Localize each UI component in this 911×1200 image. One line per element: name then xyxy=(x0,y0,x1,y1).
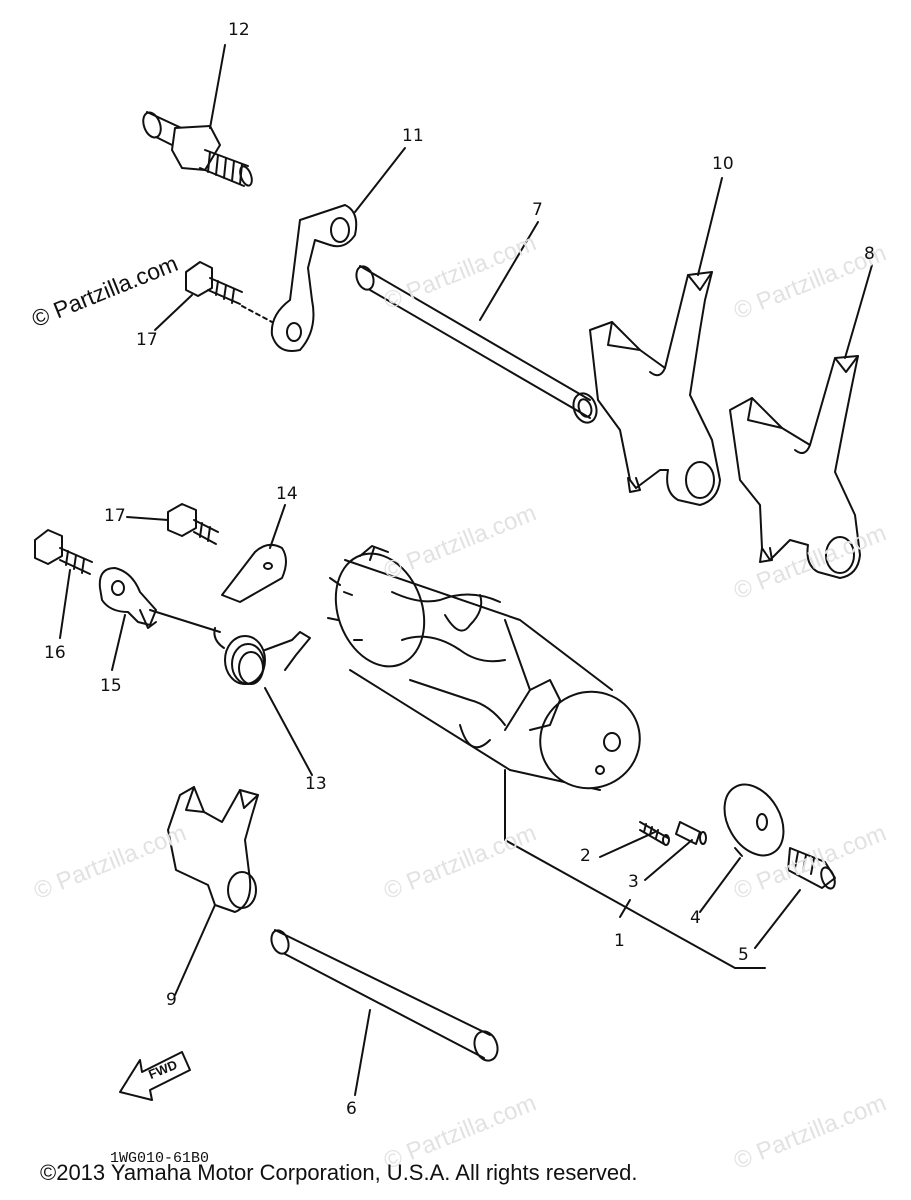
leader-13 xyxy=(264,687,313,776)
part-15-lever xyxy=(98,567,157,629)
part-13-spring xyxy=(149,609,311,685)
part-17-bolt-upper xyxy=(185,261,243,305)
part-7-guide-bar xyxy=(355,265,598,424)
part-4-washer xyxy=(723,783,785,857)
callout-14: 14 xyxy=(276,484,298,504)
leader-1-bracket xyxy=(504,769,766,969)
part-2-pin xyxy=(639,821,670,846)
callout-9: 9 xyxy=(166,990,177,1010)
leader-7 xyxy=(479,221,539,321)
part-12-stopper-bolt xyxy=(142,111,253,187)
callout-3: 3 xyxy=(628,872,639,892)
part-1-shift-drum xyxy=(327,545,641,791)
part-10-shift-fork xyxy=(589,271,721,506)
leader-17-upper-hole xyxy=(241,305,273,323)
leader-14 xyxy=(269,504,286,549)
leader-6 xyxy=(354,1009,371,1096)
drawing-code: 1WG010-61B0 xyxy=(110,1150,210,1167)
part-11-stopper-lever xyxy=(270,204,358,352)
part-3-dowel xyxy=(675,821,707,845)
leader-15 xyxy=(111,614,126,671)
part-16-bolt xyxy=(34,529,93,575)
leader-5 xyxy=(754,889,801,949)
callout-12: 12 xyxy=(228,20,250,40)
callout-8: 8 xyxy=(864,244,875,264)
leader-16 xyxy=(59,569,71,639)
part-9-shift-fork xyxy=(167,786,259,913)
leader-1 xyxy=(619,899,631,918)
part-5-screw xyxy=(787,847,836,890)
leader-17-upper xyxy=(154,294,193,331)
copyright-notice: ©2013 Yamaha Motor Corporation, U.S.A. A… xyxy=(40,1160,638,1185)
callout-7: 7 xyxy=(532,200,543,220)
leader-12 xyxy=(209,44,226,129)
part-14-plate xyxy=(221,543,287,603)
callout-2: 2 xyxy=(580,846,591,866)
callout-5: 5 xyxy=(738,945,749,965)
part-6-guide-bar xyxy=(270,929,499,1062)
callout-16: 16 xyxy=(44,643,66,663)
part-8-shift-fork xyxy=(729,355,861,579)
callout-15: 15 xyxy=(100,676,122,696)
callout-1: 1 xyxy=(614,931,625,951)
callout-17-middle: 17 xyxy=(104,506,126,526)
leader-17-middle xyxy=(126,516,169,521)
fwd-direction-arrow xyxy=(119,1051,191,1101)
leader-2 xyxy=(599,831,656,858)
callout-17-upper: 17 xyxy=(136,330,158,350)
leader-4 xyxy=(699,857,741,913)
callout-6: 6 xyxy=(346,1099,357,1119)
callout-13: 13 xyxy=(305,774,327,794)
leader-3 xyxy=(644,839,693,881)
leader-9 xyxy=(174,904,216,996)
leader-8 xyxy=(844,264,873,359)
leader-10 xyxy=(697,177,723,276)
part-17-bolt-middle xyxy=(167,503,219,545)
leader-11 xyxy=(354,147,406,213)
callout-11: 11 xyxy=(402,126,424,146)
callout-10: 10 xyxy=(712,154,734,174)
callout-4: 4 xyxy=(690,908,701,928)
